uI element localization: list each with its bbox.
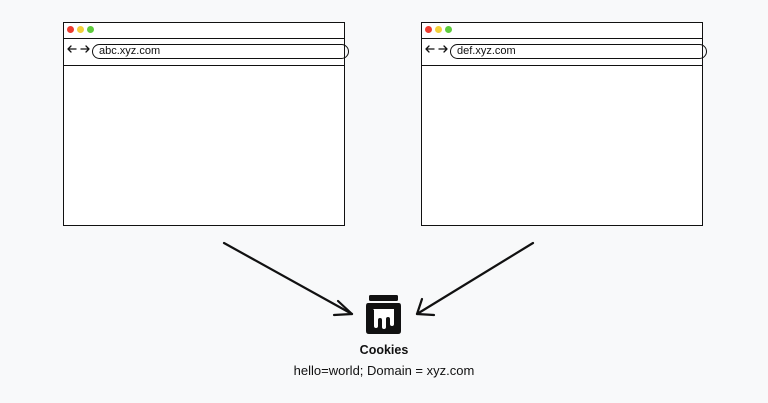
back-arrow-icon[interactable] bbox=[67, 44, 77, 54]
window-titlebar bbox=[64, 23, 344, 39]
close-dot-icon bbox=[425, 26, 432, 33]
cookies-label: Cookies bbox=[359, 343, 409, 357]
window-titlebar bbox=[422, 23, 702, 39]
maximize-dot-icon bbox=[445, 26, 452, 33]
address-bar[interactable]: def.xyz.com bbox=[450, 44, 707, 59]
arrow-left-to-cookies bbox=[222, 241, 354, 317]
browser-navbar: abc.xyz.com bbox=[64, 39, 349, 66]
arrow-right-to-cookies bbox=[415, 241, 535, 317]
browser-window-abc: abc.xyz.com bbox=[63, 22, 349, 226]
cookie-jar-icon bbox=[366, 295, 401, 334]
forward-arrow-icon[interactable] bbox=[80, 44, 90, 54]
cookie-value-text: hello=world; Domain = xyz.com bbox=[293, 363, 475, 378]
maximize-dot-icon bbox=[87, 26, 94, 33]
forward-arrow-icon[interactable] bbox=[438, 44, 448, 54]
back-arrow-icon[interactable] bbox=[425, 44, 435, 54]
minimize-dot-icon bbox=[77, 26, 84, 33]
address-bar[interactable]: abc.xyz.com bbox=[92, 44, 349, 59]
close-dot-icon bbox=[67, 26, 74, 33]
browser-navbar: def.xyz.com bbox=[422, 39, 707, 66]
minimize-dot-icon bbox=[435, 26, 442, 33]
browser-window-def: def.xyz.com bbox=[421, 22, 707, 226]
